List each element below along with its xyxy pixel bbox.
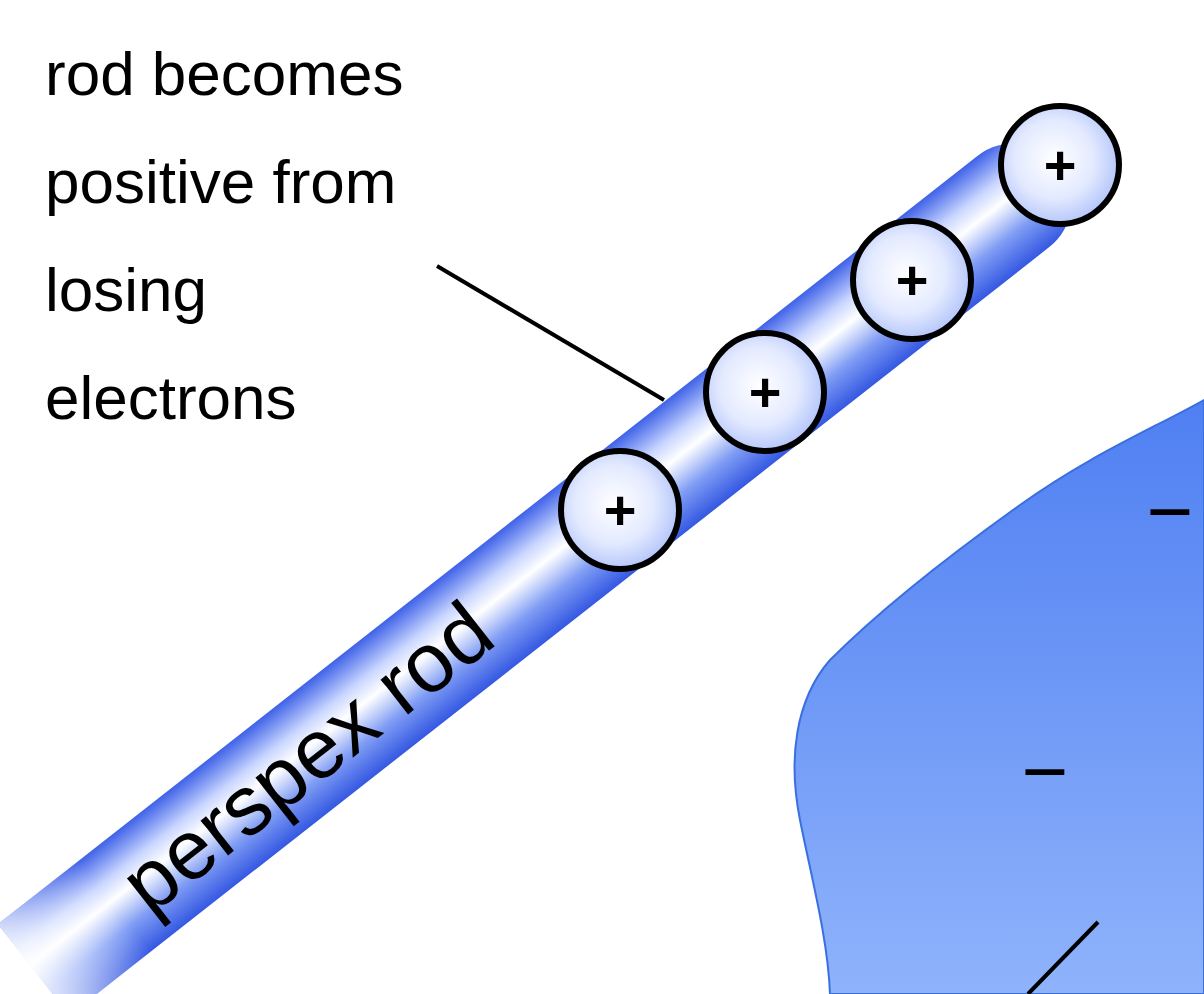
cloth [795,400,1204,994]
leader-line [1028,922,1098,994]
label-text: perspex rod [103,583,510,931]
leader-line [437,266,664,400]
charge-circle: + [850,218,974,342]
charge-circle: + [998,103,1122,227]
charge-circle: + [558,448,682,572]
charge-sign: + [1044,137,1077,193]
charge-sign: + [896,252,929,308]
callout-text: rod becomes positive from losing electro… [45,20,455,452]
charge-sign: + [749,364,782,420]
charge-sign: − [1022,726,1069,818]
label-text: rod becomes positive from losing electro… [45,39,403,432]
label-text: − [1022,727,1069,816]
label-text: − [1147,467,1194,556]
charge-sign: + [604,482,637,538]
part-name: perspex rod [102,582,511,932]
charge-sign: − [1147,466,1194,558]
charge-circle: + [703,330,827,454]
